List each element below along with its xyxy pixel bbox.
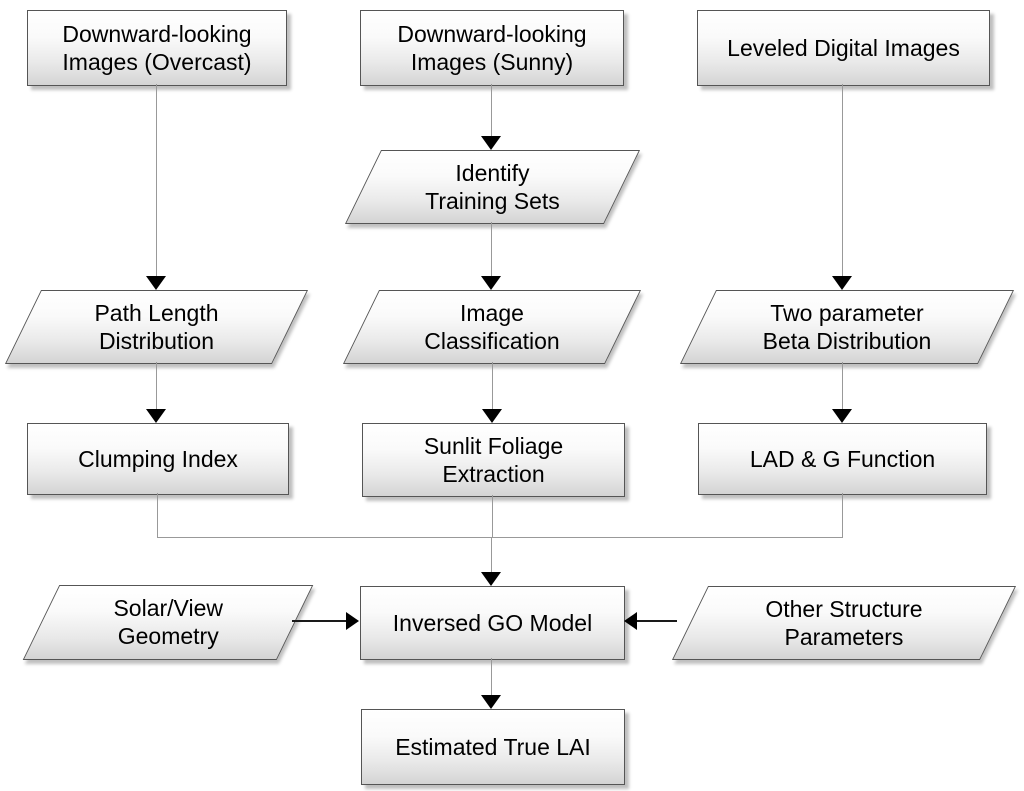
node-image-classification: Image Classification: [342, 290, 642, 364]
node-leveled-digital-images: Leveled Digital Images: [697, 10, 990, 86]
connector-sunlit-drop: [492, 495, 493, 538]
node-label: Clumping Index: [78, 445, 238, 472]
node-label: Downward-looking Images (Sunny): [397, 20, 587, 75]
node-label: Other Structure Parameters: [765, 595, 923, 650]
node-label: Downward-looking Images (Overcast): [62, 20, 252, 75]
arrowhead-down-icon: [481, 136, 501, 150]
arrowhead-down-icon: [481, 695, 501, 709]
node-path-length-distribution: Path Length Distribution: [4, 290, 309, 364]
arrowhead-left-icon: [624, 612, 637, 630]
connector-model-to-lai: [491, 658, 492, 696]
arrowhead-down-icon: [832, 276, 852, 290]
connector-merge-bus: [157, 537, 843, 538]
connector-sunny-to-identify: [491, 84, 492, 137]
connector-otherparams-to-model: [637, 620, 677, 622]
node-inversed-go-model: Inversed GO Model: [360, 586, 625, 660]
connector-beta-to-ladg: [842, 362, 843, 410]
arrowhead-right-icon: [346, 612, 359, 630]
node-label: Image Classification: [424, 299, 560, 354]
node-label: Inversed GO Model: [392, 609, 593, 636]
arrowhead-down-icon: [481, 572, 501, 586]
node-estimated-true-lai: Estimated True LAI: [361, 709, 625, 785]
node-sunlit-foliage-extraction: Sunlit Foliage Extraction: [362, 423, 625, 497]
connector-classification-to-sunlit: [492, 362, 493, 410]
node-label: Two parameter Beta Distribution: [762, 299, 932, 354]
node-label: Estimated True LAI: [395, 733, 591, 760]
arrowhead-down-icon: [481, 276, 501, 290]
node-label: Identify Training Sets: [425, 159, 560, 214]
node-downward-looking-images-sunny: Downward-looking Images (Sunny): [360, 10, 624, 86]
node-label: LAD & G Function: [749, 445, 936, 472]
node-lad-g-function: LAD & G Function: [698, 423, 987, 495]
connector-overcast-to-pathlength: [156, 84, 157, 277]
node-label: Path Length Distribution: [94, 299, 219, 354]
arrowhead-down-icon: [482, 409, 502, 423]
node-solar-view-geometry: Solar/View Geometry: [22, 585, 314, 660]
node-identify-training-sets: Identify Training Sets: [344, 150, 641, 224]
node-downward-looking-images-overcast: Downward-looking Images (Overcast): [27, 10, 287, 86]
connector-solarview-to-model: [292, 620, 347, 622]
node-other-structure-parameters: Other Structure Parameters: [671, 586, 1017, 660]
node-label: Leveled Digital Images: [727, 34, 960, 61]
node-clumping-index: Clumping Index: [27, 423, 289, 495]
connector-pathlength-to-clumping: [156, 362, 157, 410]
connector-ladg-drop: [842, 493, 843, 538]
node-two-parameter-beta-distribution: Two parameter Beta Distribution: [679, 290, 1015, 364]
arrowhead-down-icon: [146, 409, 166, 423]
connector-merge-to-model: [491, 537, 492, 573]
node-label: Sunlit Foliage Extraction: [423, 432, 564, 487]
arrowhead-down-icon: [832, 409, 852, 423]
arrowhead-down-icon: [146, 276, 166, 290]
node-label: Solar/View Geometry: [113, 595, 223, 650]
connector-leveled-to-beta: [842, 84, 843, 277]
connector-clumping-drop: [157, 493, 158, 538]
connector-identify-to-classification: [491, 222, 492, 277]
